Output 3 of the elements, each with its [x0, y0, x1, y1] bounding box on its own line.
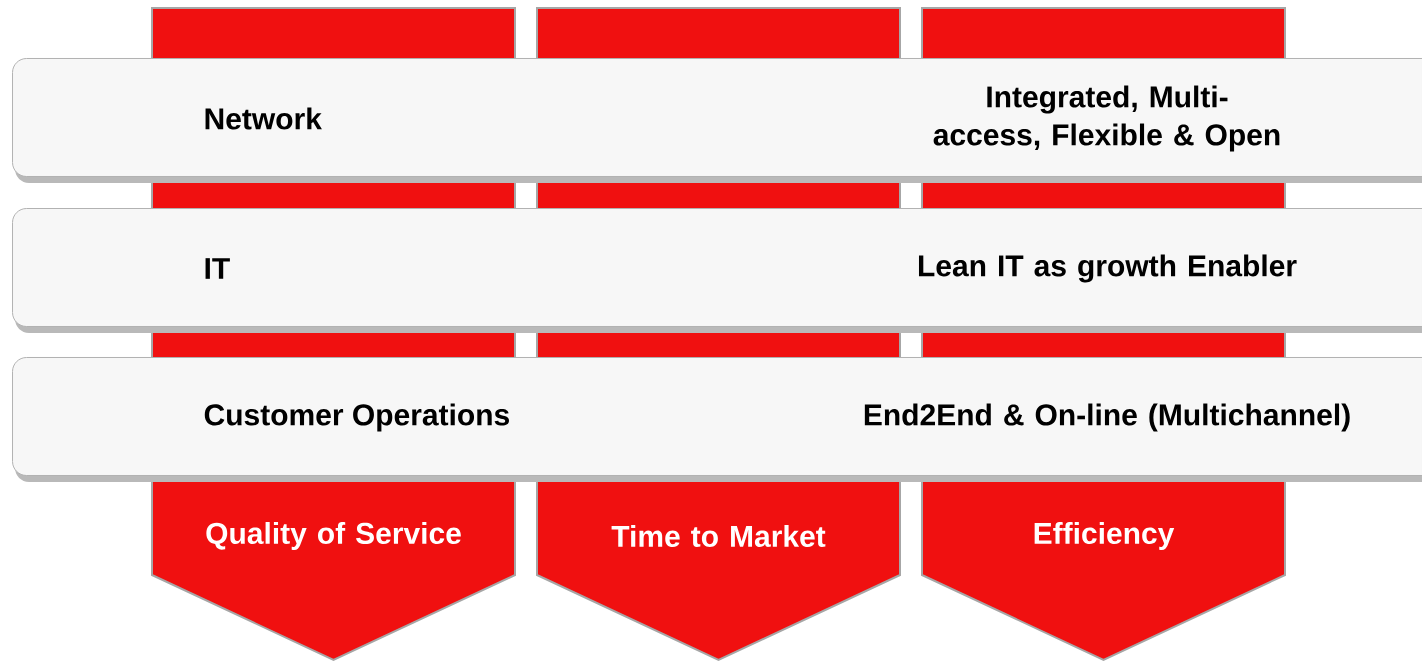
layer-bar: IT Lean IT as growth Enabler	[12, 208, 1422, 333]
layer-bar: Network Integrated, Multi-access, Flexible & Open	[12, 58, 1422, 183]
layer-bar: Customer Operations End2End & On-line (Multichannel)	[12, 357, 1422, 482]
